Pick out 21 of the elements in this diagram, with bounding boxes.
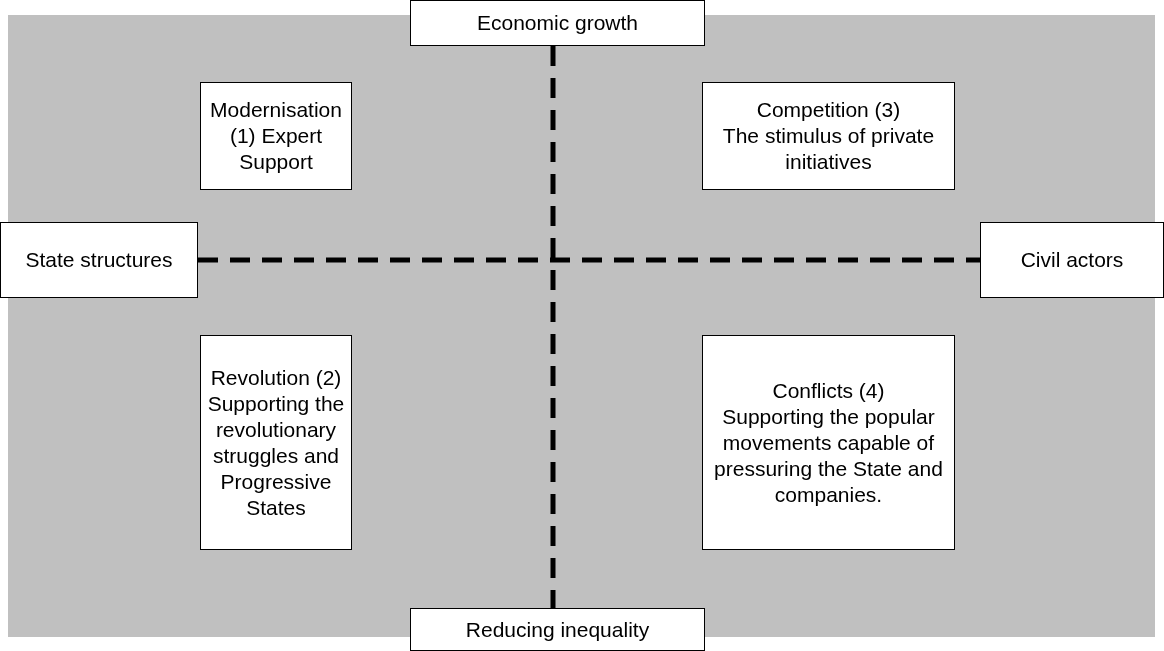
dashed-axis-line: [198, 257, 980, 263]
box-text: The stimulus of private initiatives: [721, 123, 936, 175]
quadrant-box: [200, 335, 352, 550]
quadrant-box: [702, 82, 955, 190]
box-title: State structures: [25, 247, 173, 273]
box-title: Economic growth: [476, 10, 639, 36]
axis-label: [0, 222, 198, 298]
box-title: Conflicts (4): [772, 377, 885, 404]
box-text: Supporting the popular movements capable of pressuring the State and companies.: [713, 403, 944, 508]
axis-label: [980, 222, 1164, 298]
box-title: Competition (3): [756, 97, 901, 123]
box-title: Modernisation (1) Expert Support: [209, 97, 343, 175]
box-title: Revolution (2): [210, 364, 342, 391]
box-title: Civil actors: [1020, 247, 1124, 273]
box-text: Supporting the revolutionary struggles and Progressive States: [206, 390, 346, 521]
box-title: Reducing inequality: [465, 616, 650, 643]
quadrant-box: [702, 335, 955, 550]
axis-label: [410, 0, 705, 46]
axis-label: [410, 608, 705, 651]
dashed-axis-line: [550, 46, 556, 608]
quadrant-box: [200, 82, 352, 190]
